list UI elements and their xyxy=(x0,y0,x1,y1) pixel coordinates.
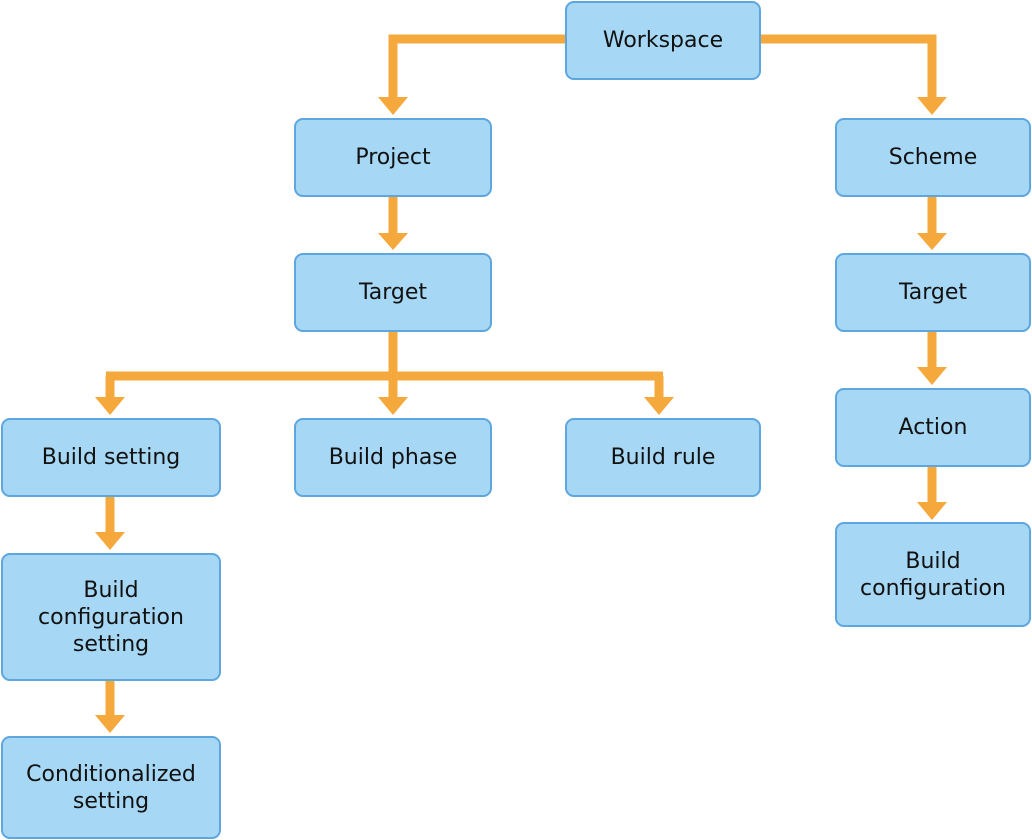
node-workspace: Workspace xyxy=(565,1,761,80)
arrowhead xyxy=(917,502,947,520)
arrowhead xyxy=(95,397,125,415)
node-build-configuration-label: Build configuration xyxy=(860,548,1006,601)
arrowhead xyxy=(378,397,408,415)
node-build-configuration: Build configuration xyxy=(835,522,1031,627)
node-scheme-target-label: Target xyxy=(898,280,968,305)
node-project-target-label: Target xyxy=(358,280,428,305)
node-project: Project xyxy=(294,118,492,197)
arrowhead xyxy=(95,532,125,550)
node-build-setting: Build setting xyxy=(1,418,221,497)
node-action: Action xyxy=(835,388,1031,467)
node-build-phase: Build phase xyxy=(294,418,492,497)
node-conditionalized-setting-label: Conditionalized setting xyxy=(26,761,196,814)
node-project-label: Project xyxy=(355,145,431,170)
node-build-rule: Build rule xyxy=(565,418,761,497)
connector-workspace-scheme xyxy=(760,34,937,98)
arrowhead xyxy=(917,97,947,115)
arrowhead xyxy=(95,715,125,733)
connector-workspace-project xyxy=(388,34,566,98)
node-project-target: Target xyxy=(294,253,492,332)
node-build-setting-label: Build setting xyxy=(41,445,181,470)
node-action-label: Action xyxy=(898,415,968,440)
arrowhead xyxy=(644,397,674,415)
node-scheme: Scheme xyxy=(835,118,1031,197)
arrowhead xyxy=(378,233,408,250)
node-build-configuration-setting-label: Build configuration setting xyxy=(38,577,184,657)
node-conditionalized-setting: Conditionalized setting xyxy=(1,736,221,839)
node-scheme-target: Target xyxy=(835,253,1031,332)
arrowhead xyxy=(917,233,947,250)
node-build-rule-label: Build rule xyxy=(610,445,716,470)
arrowhead xyxy=(378,97,408,115)
node-workspace-label: Workspace xyxy=(602,28,724,53)
arrowhead xyxy=(917,367,947,385)
node-build-phase-label: Build phase xyxy=(328,445,458,470)
node-build-configuration-setting: Build configuration setting xyxy=(1,553,221,681)
node-scheme-label: Scheme xyxy=(888,145,978,170)
